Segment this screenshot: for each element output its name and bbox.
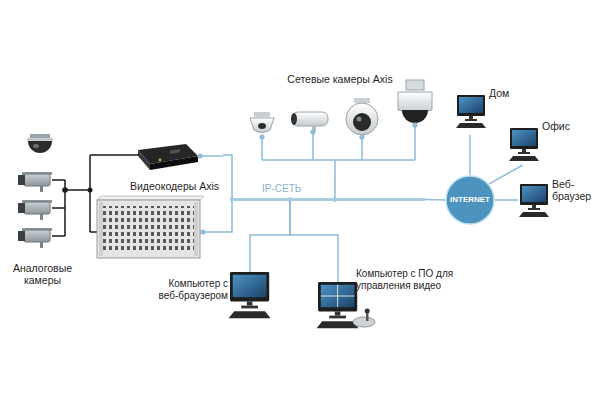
coax-wires bbox=[52, 180, 80, 236]
junction-dot bbox=[62, 187, 68, 193]
node-label: Веб-браузер bbox=[552, 178, 598, 202]
port-dot bbox=[197, 153, 202, 158]
network-camera bbox=[346, 98, 378, 135]
network-wires bbox=[337, 268, 339, 282]
network-wires bbox=[198, 156, 232, 232]
browser-computer bbox=[519, 184, 549, 217]
vms-computer bbox=[317, 282, 359, 328]
camera-group: Сетевые камеры Axis bbox=[245, 75, 435, 165]
local-computer: Компьютер с ПО для управления видео bbox=[318, 268, 468, 328]
dome-camera bbox=[27, 134, 53, 153]
video-encoder bbox=[138, 144, 198, 170]
analog-camera bbox=[18, 200, 52, 220]
network-link bbox=[489, 165, 523, 184]
analog-camera bbox=[18, 228, 52, 248]
network-camera bbox=[250, 112, 274, 133]
remote-computer: Дом bbox=[455, 85, 515, 135]
network-link bbox=[469, 135, 471, 175]
home-computer bbox=[456, 95, 486, 128]
network-link bbox=[425, 199, 445, 201]
internet-cloud: INTERNET bbox=[445, 175, 495, 225]
remote-computer: Веб-браузер bbox=[518, 178, 598, 222]
network-camera bbox=[291, 112, 328, 131]
network-link bbox=[334, 165, 336, 198]
network-link bbox=[495, 199, 518, 201]
office-computer bbox=[509, 128, 539, 161]
split-screen bbox=[321, 285, 355, 307]
node-label: Дом bbox=[489, 87, 515, 99]
port-dot bbox=[200, 229, 205, 234]
camera-group: Аналоговые камеры bbox=[5, 125, 80, 290]
network-link bbox=[290, 201, 338, 268]
junction-dot bbox=[88, 188, 93, 193]
encoder-rack bbox=[97, 196, 204, 258]
node-label: INTERNET bbox=[445, 195, 495, 204]
analog-camera bbox=[18, 172, 52, 192]
local-computer: Компьютер с веб-браузером bbox=[150, 272, 270, 322]
node-label: Офис bbox=[542, 120, 578, 132]
node-label: Видеокодеры Axis bbox=[130, 180, 223, 192]
network-bus: IP-СЕТЬ bbox=[230, 198, 425, 201]
remote-computer: Офис bbox=[508, 120, 578, 165]
network-wires bbox=[262, 124, 415, 165]
joystick bbox=[353, 309, 375, 328]
node-label: Сетевые камеры Axis bbox=[245, 73, 435, 85]
ptz-camera bbox=[398, 80, 432, 123]
circle-shape bbox=[446, 176, 494, 224]
node-label: Компьютер с ПО для управления видео bbox=[356, 268, 468, 291]
network-link bbox=[223, 155, 232, 198]
node-label: Аналоговые камеры bbox=[5, 262, 80, 286]
network-link bbox=[250, 201, 290, 272]
node-label: Компьютер с веб-браузером bbox=[150, 278, 228, 301]
node-label: IP-СЕТЬ bbox=[262, 183, 322, 195]
browser-computer bbox=[229, 272, 271, 318]
network-link bbox=[80, 189, 88, 191]
port-dots bbox=[230, 122, 418, 201]
encoder-group: Видеокодеры Axis bbox=[88, 138, 223, 260]
